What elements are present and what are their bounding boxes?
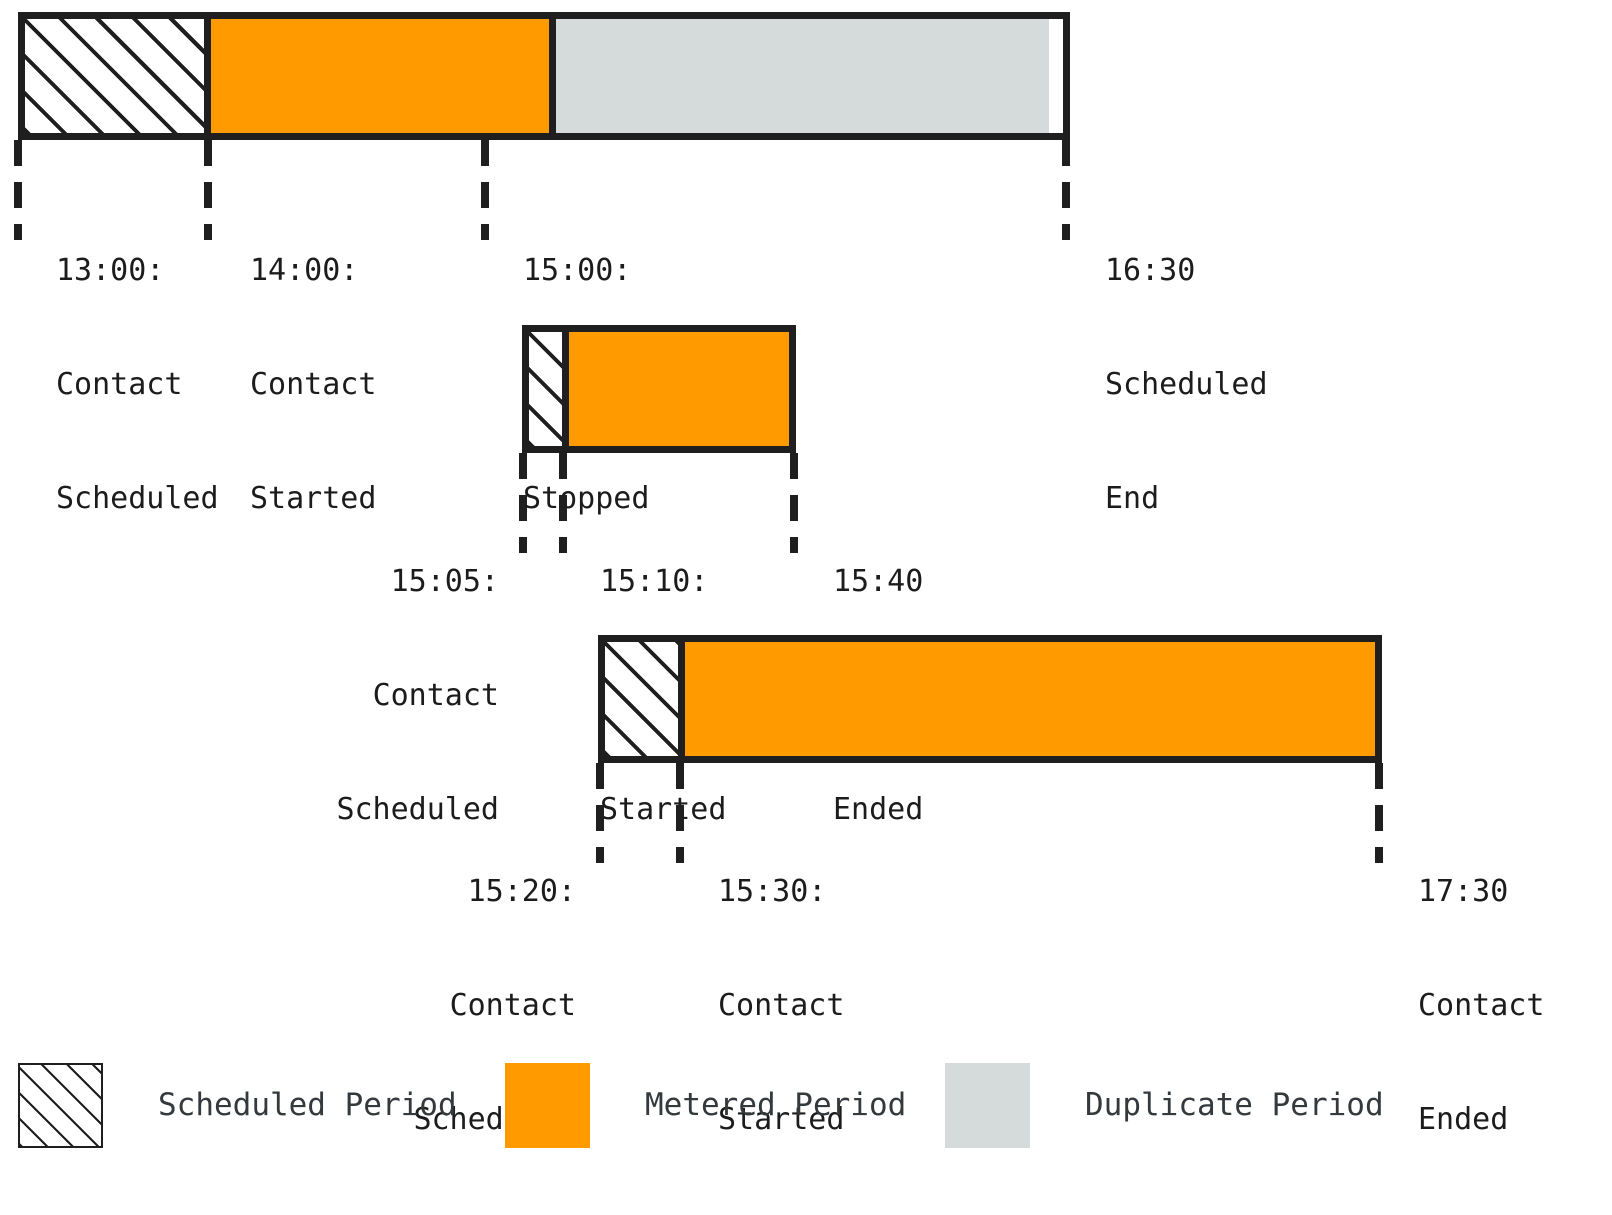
event-desc2: Scheduled xyxy=(56,481,219,516)
legend-swatch-metered-icon xyxy=(505,1062,590,1148)
legend-label-duplicate: Duplicate Period xyxy=(1085,1087,1384,1123)
tick-row-2-15-05 xyxy=(519,453,527,553)
event-label-row-2-15-05: 15:05: Contact Scheduled xyxy=(309,487,499,905)
legend-item-duplicate: Duplicate Period xyxy=(945,1045,1384,1165)
event-desc2: Started xyxy=(600,792,727,827)
segment-metered-row-1 xyxy=(204,19,549,133)
event-desc2: Ended xyxy=(833,792,924,827)
event-desc1: Contact xyxy=(250,367,377,402)
event-time: 15:00: xyxy=(523,253,632,288)
segment-metered-row-3 xyxy=(678,642,1375,756)
tick-row-2-15-40 xyxy=(790,453,798,553)
event-desc1: Contact xyxy=(372,678,499,713)
segment-scheduled-row-3 xyxy=(605,642,678,756)
event-desc1: Contact xyxy=(449,988,576,1023)
event-desc1: Contact xyxy=(56,367,183,402)
timeline-bar-row-2 xyxy=(522,325,796,453)
event-label-row-1-16-30: 16:30 Scheduled End xyxy=(1105,176,1325,594)
event-desc1: Contact xyxy=(718,988,845,1023)
tick-row-3-15-30 xyxy=(676,763,684,863)
tick-row-1-13-00 xyxy=(14,140,22,240)
tick-row-3-17-30 xyxy=(1375,763,1383,863)
event-label-row-3-17-30: 17:30 Contact Ended xyxy=(1418,797,1608,1215)
event-time: 15:30: xyxy=(718,874,827,909)
tick-row-3-15-20 xyxy=(596,763,604,863)
legend-swatch-duplicate-icon xyxy=(945,1062,1030,1148)
segment-scheduled-row-2 xyxy=(529,332,562,446)
event-desc2: Started xyxy=(718,1102,845,1137)
segment-scheduled-row-1 xyxy=(25,19,204,133)
event-desc2: Scheduled xyxy=(336,792,499,827)
timeline-bar-row-3 xyxy=(598,635,1382,763)
event-desc2: Started xyxy=(250,481,377,516)
event-time: 13:00: xyxy=(56,253,165,288)
event-time: 15:40 xyxy=(833,564,924,599)
segment-metered-row-2 xyxy=(562,332,789,446)
segment-duplicate-row-1 xyxy=(549,19,1049,133)
event-label-row-3-15-30: 15:30: Contact Started xyxy=(718,797,908,1215)
legend: Scheduled Period Metered Period Duplicat… xyxy=(0,1045,1612,1165)
tick-row-2-15-10 xyxy=(559,453,567,553)
legend-label-scheduled: Scheduled Period xyxy=(158,1087,457,1123)
tick-row-1-14-00 xyxy=(204,140,212,240)
tick-row-1-15-00 xyxy=(481,140,489,240)
event-time: 15:05: xyxy=(390,564,499,599)
event-label-row-1-13-00: 13:00: Contact Scheduled xyxy=(56,176,246,594)
event-time: 15:20: xyxy=(467,874,576,909)
legend-item-scheduled: Scheduled Period xyxy=(18,1045,457,1165)
event-time: 17:30 xyxy=(1418,874,1509,909)
event-label-row-1-14-00: 14:00: Contact Started xyxy=(250,176,440,594)
event-desc1: Scheduled xyxy=(1105,367,1268,402)
event-desc2: Stopped xyxy=(523,481,650,516)
event-time: 14:00: xyxy=(250,253,359,288)
event-time: 16:30 xyxy=(1105,253,1196,288)
legend-swatch-scheduled-icon xyxy=(18,1062,103,1148)
event-desc2: End xyxy=(1105,481,1160,516)
event-desc2: Ended xyxy=(1418,1102,1509,1137)
timeline-bar-row-1 xyxy=(18,12,1070,140)
event-time: 15:10: xyxy=(600,564,709,599)
event-desc1: Contact xyxy=(1418,988,1545,1023)
legend-label-metered: Metered Period xyxy=(645,1087,907,1123)
legend-item-metered: Metered Period xyxy=(505,1045,906,1165)
tick-row-1-16-30 xyxy=(1062,140,1070,240)
